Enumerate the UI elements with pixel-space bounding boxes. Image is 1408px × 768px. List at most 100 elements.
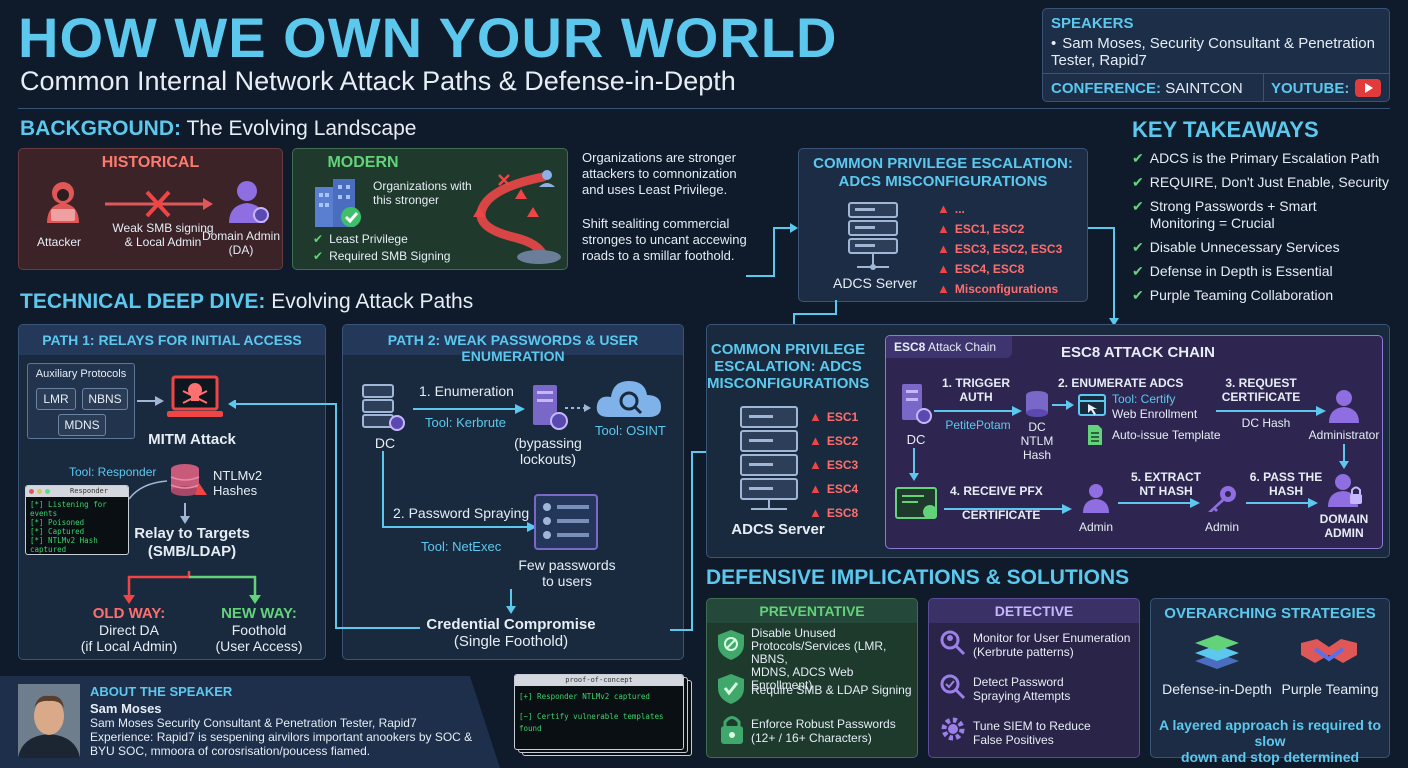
- mid-adcs-item-4: ESC8: [809, 501, 858, 525]
- youtube-label: YOUTUBE:: [1271, 80, 1350, 97]
- ntlm-hashes-label: NTLMv2 Hashes: [213, 468, 263, 498]
- check-icon: ✔: [313, 249, 324, 263]
- connector-arrow: [1088, 227, 1119, 326]
- detective-panel: DETECTIVE Monitor for User Enumeration (…: [928, 598, 1140, 758]
- hacker-icon: [47, 182, 79, 223]
- arrow-cross-icon: [105, 190, 213, 218]
- path2-header: [343, 325, 683, 355]
- top-adcs-panel: COMMON PRIVILEGE ESCALATION: ADCS MISCON…: [798, 148, 1088, 302]
- speakers-vdivider: [1263, 73, 1264, 101]
- poc-terminal: proof-of-concept [+] Responder NTLMv2 ca…: [514, 674, 684, 750]
- osint-tool: Tool: OSINT: [595, 423, 666, 438]
- terminal-line: [*] Listening for events: [30, 500, 107, 518]
- terminal-line: [*] Captured: [30, 527, 85, 536]
- shield-icon: [718, 630, 744, 660]
- about-panel: [0, 676, 500, 768]
- winding-path-icon: [473, 170, 561, 264]
- detective-item-2: Tune SIEM to Reduce False Positives: [973, 719, 1091, 747]
- netexec-tool: Tool: NetExec: [421, 539, 502, 554]
- path1-title: PATH 1: RELAYS FOR INITIAL ACCESS: [42, 332, 302, 348]
- esc8-step1: 1. TRIGGER AUTH: [941, 376, 1010, 404]
- auto-issue-label: Auto-issue Template: [1112, 428, 1221, 442]
- arrow-right-icon: [944, 504, 1072, 514]
- modern-item-1: ✔Least Privilege: [313, 232, 408, 246]
- esc8-title: ESC8 ATTACK CHAIN: [1061, 344, 1215, 361]
- database-icon: [170, 464, 207, 496]
- takeaway-item-label: Strong Passwords + Smart Monitoring = Cr…: [1149, 198, 1317, 231]
- connector-arrow: [746, 223, 798, 277]
- arrow-down-icon: [506, 589, 516, 614]
- play-icon[interactable]: [1355, 79, 1381, 97]
- arrow-right-icon: [413, 404, 525, 414]
- key-icon: [1208, 486, 1236, 512]
- few-passwords-label: Few passwords to users: [518, 557, 616, 589]
- relay-label: Relay to Targets (SMB/LDAP): [134, 525, 250, 560]
- background-heading: BACKGROUND: The Evolving Landscape: [20, 117, 416, 141]
- esc8-step4: 4. RECEIVE PFX: [950, 484, 1043, 498]
- mid-adcs-item-3: ESC4: [809, 477, 858, 501]
- takeaway-item: ✔Strong Passwords + Smart Monitoring = C…: [1132, 198, 1394, 232]
- esc8-tab-rest: Attack Chain: [928, 340, 997, 354]
- takeaway-item-label: Disable Unnecessary Services: [1149, 239, 1340, 255]
- dashed-arrow-icon: [565, 404, 591, 412]
- certificate-label: CERTIFICATE: [962, 508, 1041, 522]
- historical-panel: HISTORICAL Attacker Weak SMB signing & L…: [18, 148, 283, 270]
- protocol-lmr: LMR: [36, 388, 76, 410]
- certificate-icon: [895, 487, 937, 519]
- server-icon: [848, 202, 898, 270]
- protocol-mdns: MDNS: [58, 414, 106, 436]
- adcs-escalation-panel: COMMON PRIVILEGE ESCALATION: ADCS MISCON…: [706, 324, 1390, 558]
- esc8-tab-bold: ESC8: [894, 340, 926, 354]
- responder-tool: Tool: Responder: [69, 465, 157, 479]
- preventative-item-0: Disable Unused Protocols/Services (LMR, …: [751, 626, 887, 692]
- responder-terminal-title: Responder: [70, 487, 108, 495]
- monitor-search-icon: [940, 630, 966, 656]
- mid-adcs-items: ESC1 ESC2 ESC3 ESC4 ESC8: [809, 405, 858, 525]
- about-name: Sam Moses: [90, 701, 162, 716]
- detective-title: DETECTIVE: [994, 603, 1074, 619]
- speakers-bullet: •Sam Moses, Security Consultant & Penetr…: [1051, 35, 1375, 69]
- preventative-title: PREVENTATIVE: [759, 603, 865, 619]
- modern-item-2: ✔Required SMB Signing: [313, 249, 450, 263]
- speakers-divider: [1043, 73, 1389, 74]
- password-list-icon: [534, 494, 598, 550]
- top-adcs-title: COMMON PRIVILEGE ESCALATION: ADCS MISCON…: [813, 155, 1073, 190]
- defense-heading: DEFENSIVE IMPLICATIONS & SOLUTIONS: [706, 566, 1130, 589]
- administrator-icon: [1329, 390, 1359, 423]
- arrow-right-icon: [1052, 400, 1074, 410]
- historical-title: HISTORICAL: [101, 154, 200, 171]
- terminal-line: [*] Poisoned: [30, 518, 85, 527]
- conference-value: SAINTCON: [1165, 80, 1243, 97]
- modern-panel: MODERN Organizations with this stronger …: [292, 148, 568, 270]
- new-way-sub-text: Foothold (User Access): [215, 622, 303, 654]
- aux-protocols-box: Auxiliary Protocols LMR NBNS MDNS: [27, 363, 135, 439]
- old-way-sub: Direct DA (if Local Admin): [69, 622, 189, 654]
- split-arrows-icon: [123, 571, 261, 604]
- takeaway-item: ✔Defense in Depth is Essential: [1132, 263, 1394, 280]
- esc8-step2: 2. ENUMERATE ADCS: [1058, 376, 1184, 390]
- browser-cursor-icon: [1078, 394, 1106, 416]
- arrow-down-icon: [1339, 444, 1349, 469]
- check-icon: ✔: [1132, 263, 1144, 279]
- domain-admin-label: Domain Admin (DA): [201, 229, 281, 257]
- path1-panel: PATH 1: RELAYS FOR INITIAL ACCESS Auxili…: [18, 324, 326, 660]
- check-icon: ✔: [313, 232, 324, 246]
- modern-title: MODERN: [327, 154, 399, 171]
- poc-terminal-bar: proof-of-concept: [515, 675, 683, 686]
- connector-arrow: [382, 451, 537, 532]
- esc8-tab: ESC8 Attack Chain: [886, 336, 1012, 358]
- about-title: ABOUT THE SPEAKER: [90, 684, 233, 699]
- dc-ntlm-hash-label: DC NTLM Hash: [1020, 420, 1054, 462]
- poc-line: [~] Certify vulnerable templates found: [519, 712, 664, 733]
- lock-icon: [721, 716, 743, 744]
- top-adcs-server-label: ADCS Server: [832, 275, 918, 291]
- preventative-header: [707, 599, 917, 623]
- takeaways-list: ✔ADCS is the Primary Escalation Path ✔RE…: [1132, 150, 1394, 311]
- arrow-right-icon: [137, 396, 164, 406]
- protocol-nbns: NBNS: [82, 388, 128, 410]
- mid-adcs-item-0: ESC1: [809, 405, 858, 429]
- deep-dive-heading: TECHNICAL DEEP DIVE: Evolving Attack Pat…: [20, 290, 473, 314]
- credential-compromise-sub: (Single Foothold): [453, 633, 569, 650]
- esc8-step6: 6. PASS THE HASH: [1249, 470, 1323, 498]
- takeaway-item: ✔Purple Teaming Collaboration: [1132, 287, 1394, 304]
